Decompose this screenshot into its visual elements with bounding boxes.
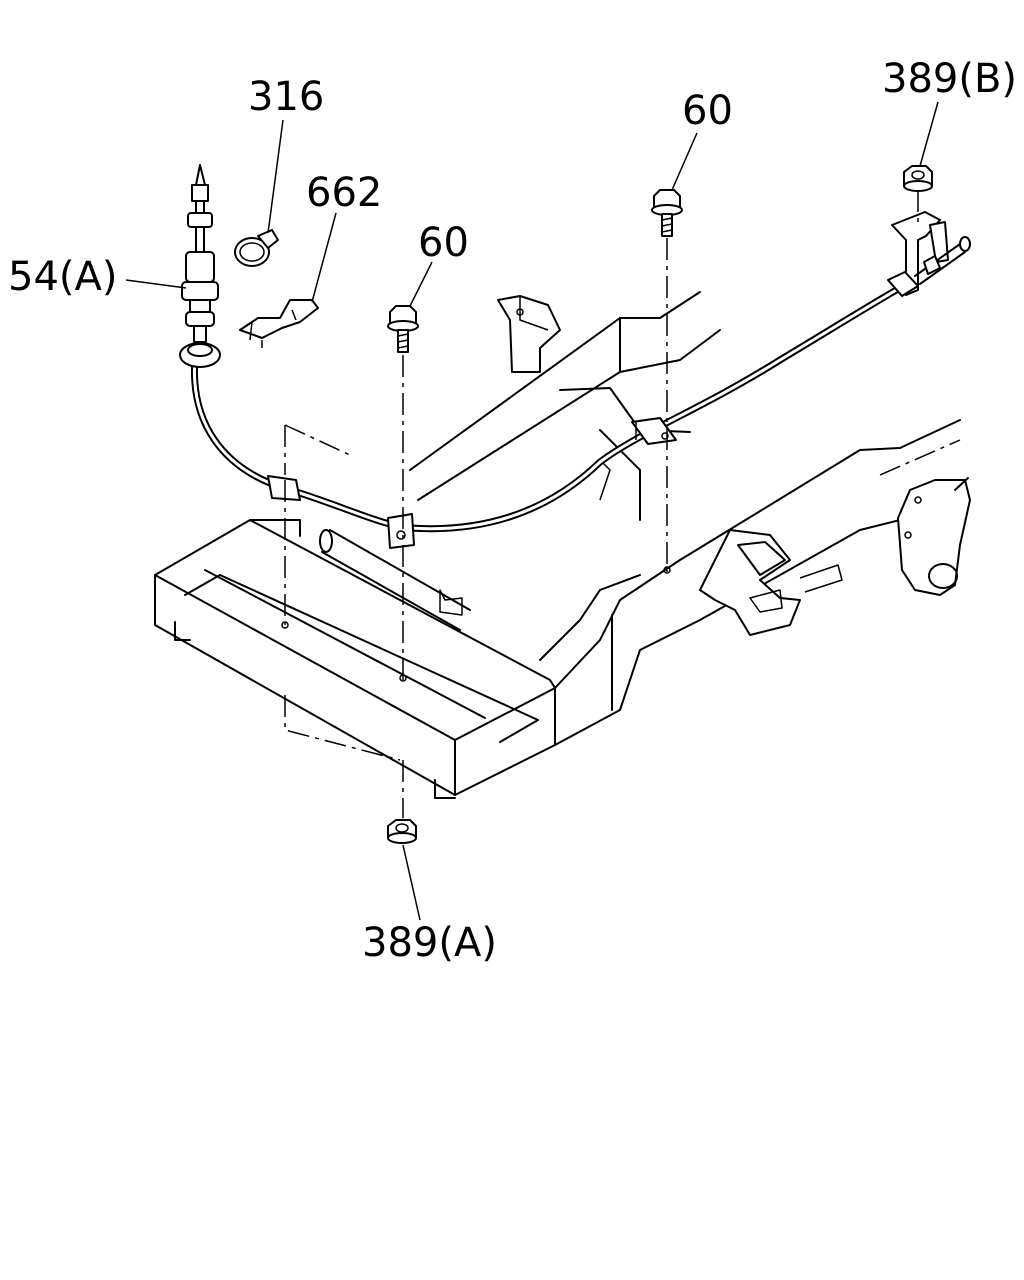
assembly-lines [281,190,919,818]
label-389b: 389(B) [882,56,1017,102]
label-60-right: 60 [682,88,733,134]
label-389a: 389(A) [362,920,497,966]
cable-head-54a [179,164,221,368]
nut-389b [903,165,933,192]
clip-662 [239,299,319,348]
leader-lines [125,101,939,921]
vehicle-frame [154,291,971,799]
label-662: 662 [306,170,382,216]
label-316: 316 [248,74,324,120]
label-60-left: 60 [418,220,469,266]
clamp-ring-316 [234,229,279,267]
label-54a: 54(A) [8,254,117,300]
cable-assembly [190,211,971,549]
bolt-60-left [387,305,419,353]
bolt-60-right [651,189,683,237]
nut-389a [387,819,417,844]
